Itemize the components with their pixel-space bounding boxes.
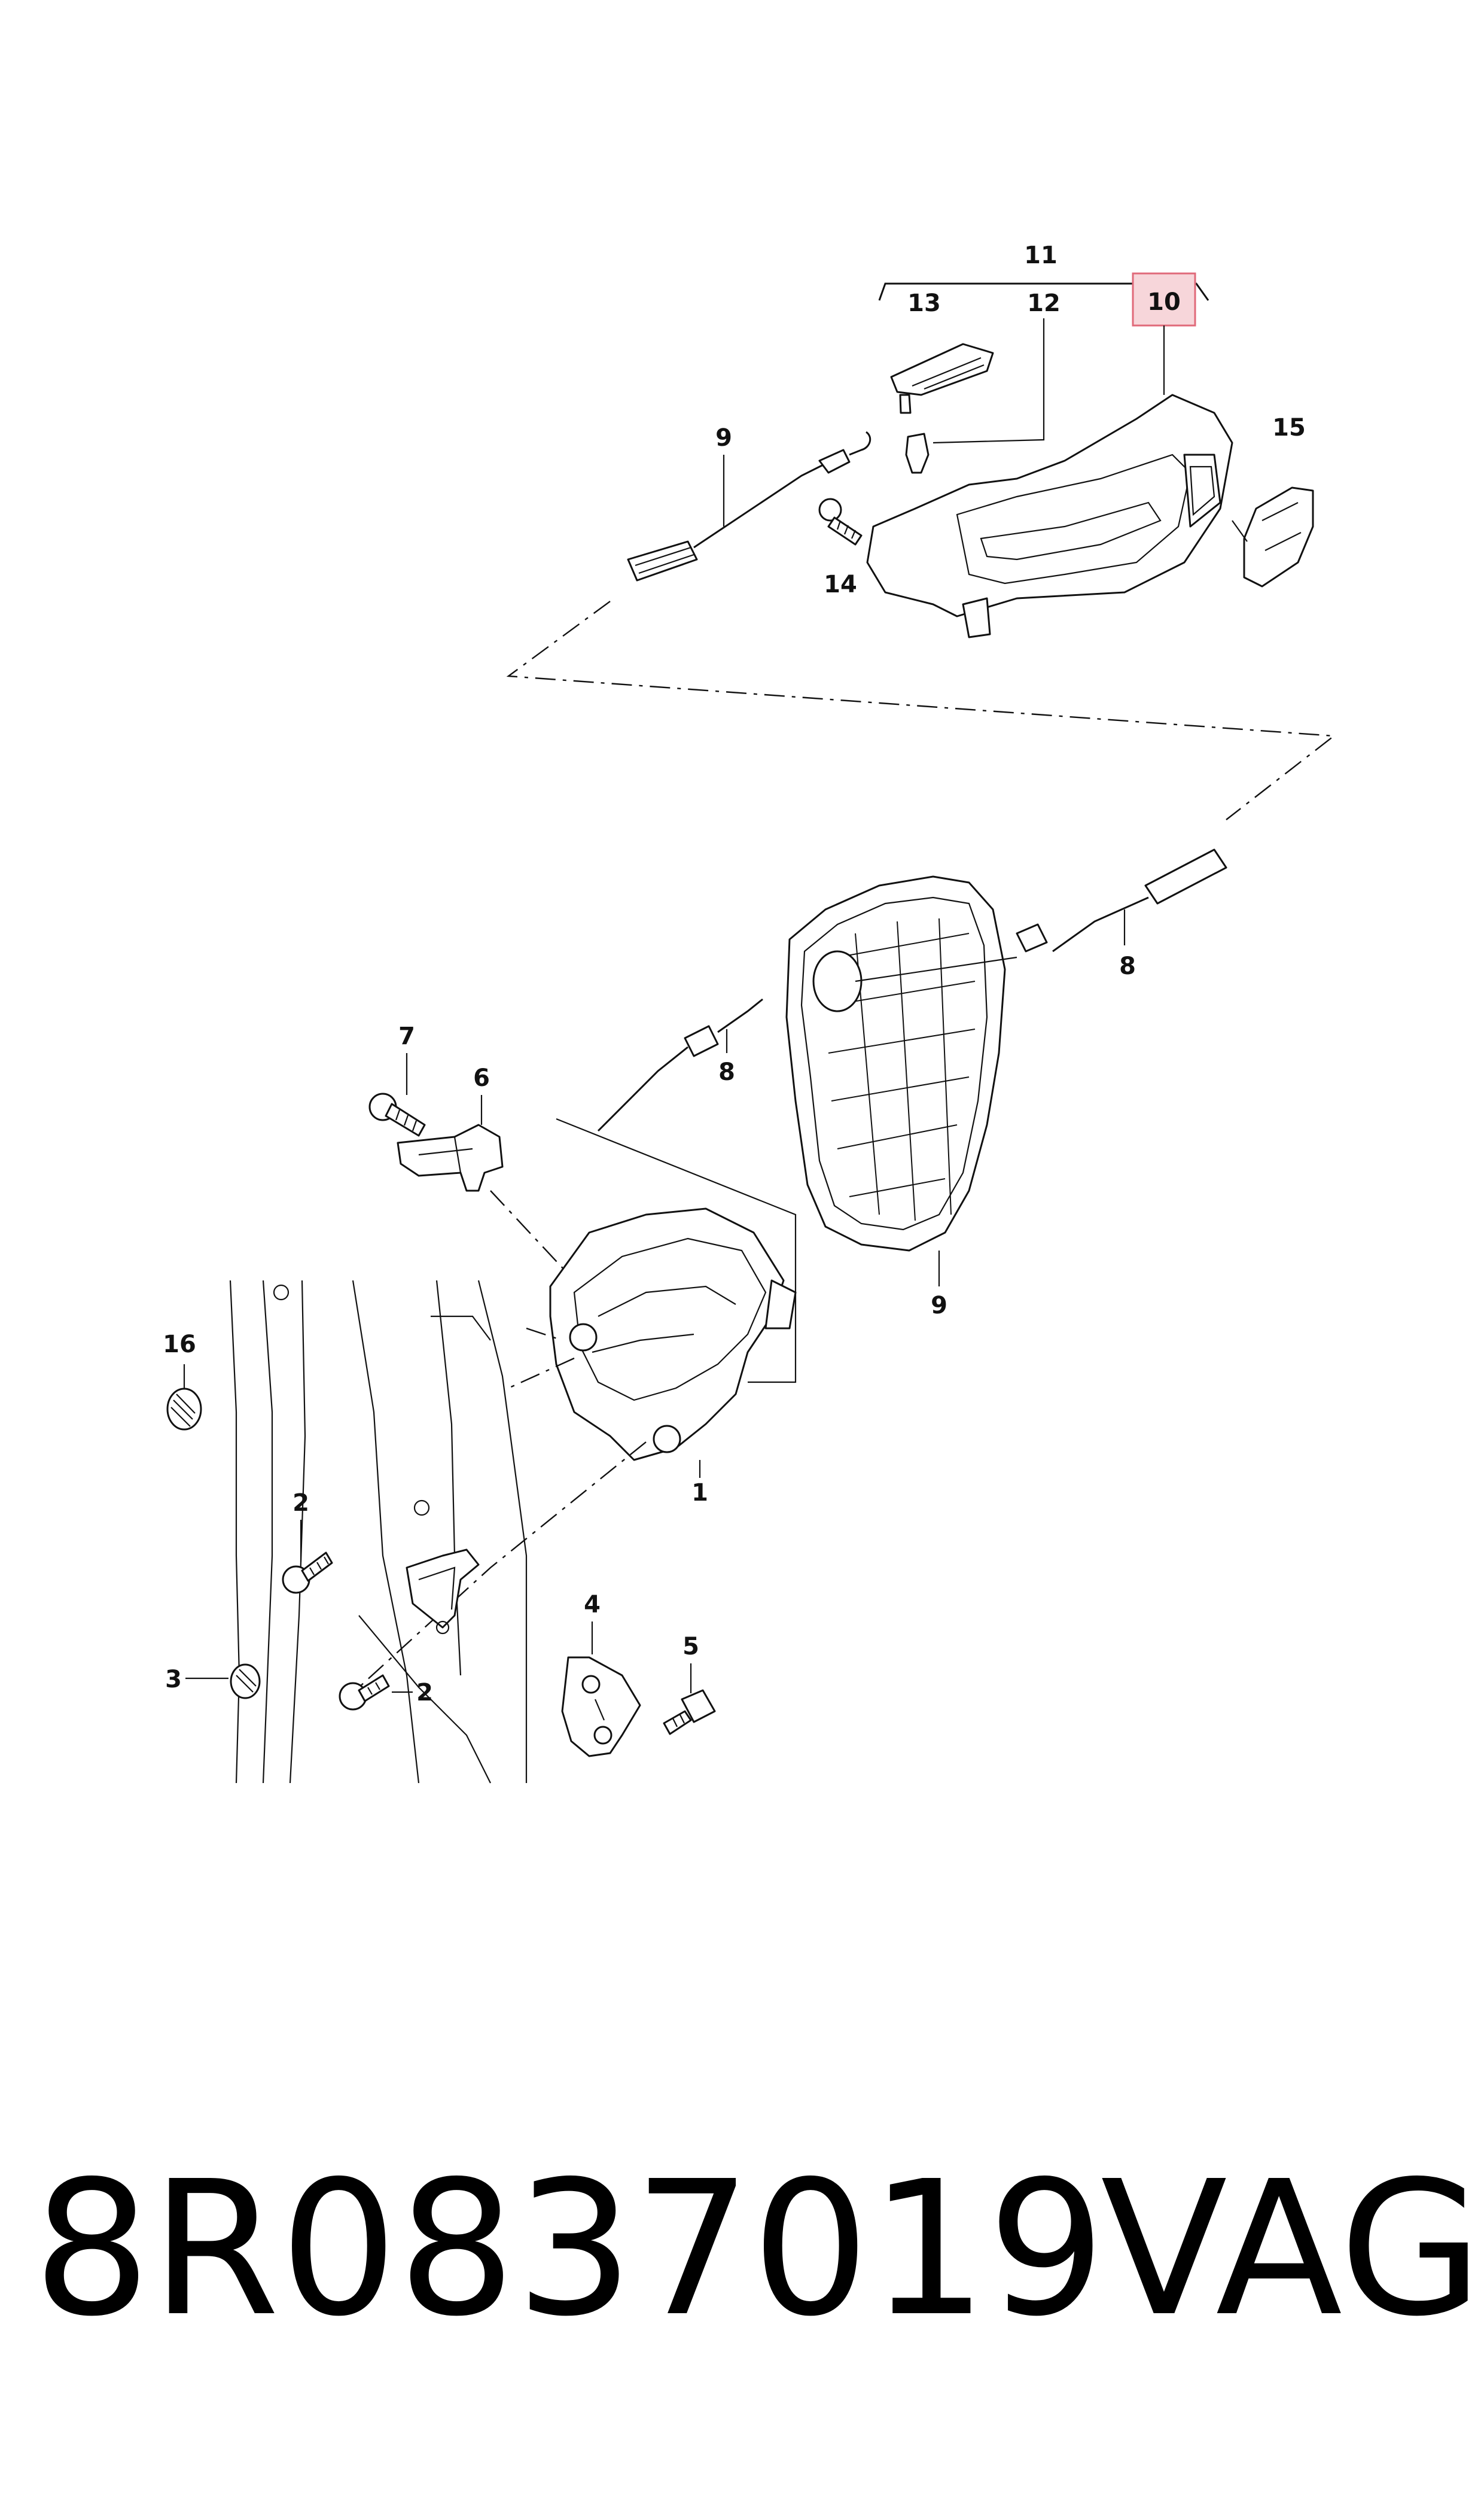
footer: 8R0837019 VAG [0,2130,1484,2369]
callout-2-lower: 2 [416,1679,433,1706]
callout-9-top: 9 [715,424,732,452]
callout-11: 11 [1024,242,1058,269]
callout-12: 12 [1027,290,1061,317]
handle-assembly-group: 11 13 12 10 15 [627,242,1314,638]
callout-3: 3 [165,1666,182,1693]
interior-handle-part [866,394,1233,638]
callout-1: 1 [691,1479,708,1507]
striker-plate-part [561,1621,641,1757]
bolt-5-part [663,1663,716,1735]
panel-mesh [828,918,976,1221]
callout-6: 6 [473,1064,490,1092]
trim-strip-part [890,343,994,414]
cable-8-left-part [597,998,763,1132]
cable-8-right-part [1016,848,1227,953]
callout-4: 4 [584,1591,601,1619]
screw-2-upper-part [282,1520,333,1594]
callout-13: 13 [907,290,941,317]
door-shell-outline [229,1280,528,1784]
callout-7: 7 [398,1023,415,1050]
callout-2-upper: 2 [292,1489,309,1517]
callout-14: 14 [824,571,857,598]
callout-15: 15 [1272,414,1306,442]
door-panel-group [785,875,1017,1286]
callout-5: 5 [682,1633,699,1660]
callout-10: 10 [1147,288,1181,316]
cover-cap-part [1232,486,1314,588]
callout-8-right: 8 [1119,953,1136,980]
bracket-6-part [397,1095,504,1192]
callout-9-bottom: 9 [931,1292,947,1319]
door-lock-part [549,1207,797,1478]
door-panel-part [785,875,1006,1252]
screw-14-part [818,498,863,546]
exploded-parts-diagram: 11 13 12 10 15 [163,242,1336,1784]
callout-8-left: 8 [718,1058,735,1086]
callout-10-highlight [1132,272,1196,327]
clip-part [905,318,1045,474]
plug-3-part [185,1663,261,1699]
callout-16: 16 [163,1331,196,1358]
plug-16-part [166,1364,202,1431]
assembly-path-line [506,601,1336,820]
release-cable-top-part [627,431,871,582]
screw-7-part [368,1053,426,1137]
part-number: 8R0837019 [33,2141,1106,2357]
brand-label: VAG [1101,2141,1483,2357]
screw-2-lower-part [339,1674,413,1711]
